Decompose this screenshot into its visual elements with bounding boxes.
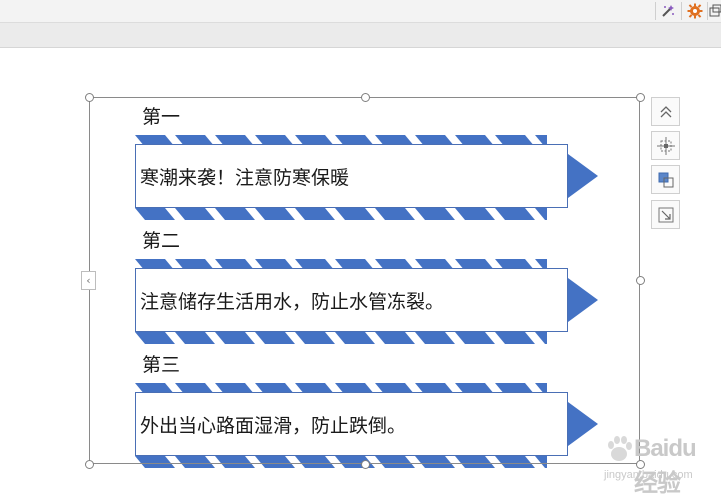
stripe-band-bottom: [135, 456, 547, 468]
align-center-icon: [656, 136, 675, 155]
item-text: 寒潮来袭！注意防寒保暖: [140, 166, 350, 189]
watermark-url: jingyan.baidu.com: [604, 469, 693, 481]
resize-button[interactable]: [651, 200, 680, 229]
stripe-band-bottom: [135, 332, 547, 344]
watermark-logo: Baidu经验: [634, 435, 697, 497]
item-heading[interactable]: 第三: [142, 354, 181, 376]
resize-handle-right[interactable]: [636, 276, 645, 285]
toolbar-separator: [707, 2, 708, 20]
item-text-box[interactable]: 外出当心路面湿滑，防止跌倒。: [135, 392, 568, 456]
item-text-box[interactable]: 寒潮来袭！注意防寒保暖: [135, 144, 568, 208]
arrange-icon: [658, 172, 673, 187]
item-text: 外出当心路面湿滑，防止跌倒。: [140, 414, 407, 437]
selection-frame[interactable]: [89, 97, 640, 464]
toolbar-separator: [655, 2, 656, 20]
text-pane-toggle[interactable]: ‹: [81, 271, 96, 290]
bring-forward-button[interactable]: [651, 97, 680, 126]
gear-icon[interactable]: [683, 1, 707, 21]
arrow-right-icon: [568, 278, 598, 322]
toolbar-separator: [681, 2, 682, 20]
chevron-left-icon: ‹: [86, 274, 91, 287]
resize-handle-bottom-left[interactable]: [85, 460, 94, 469]
resize-icon: [658, 207, 673, 222]
baidu-watermark: Baidu经验 jingyan.baidu.com: [604, 432, 716, 497]
item-text-box[interactable]: 注意储存生活用水，防止水管冻裂。: [135, 268, 568, 332]
window-icon[interactable]: [709, 1, 721, 21]
resize-handle-top-right[interactable]: [636, 93, 645, 102]
magic-wand-icon[interactable]: [656, 1, 680, 21]
arrow-right-icon: [568, 402, 598, 446]
arrow-right-icon: [568, 154, 598, 198]
item-heading[interactable]: 第二: [142, 230, 181, 252]
align-center-button[interactable]: [651, 131, 680, 160]
arrange-button[interactable]: [651, 165, 680, 194]
resize-handle-bottom[interactable]: [361, 460, 370, 469]
resize-handle-bottom-right[interactable]: [636, 460, 645, 469]
item-heading[interactable]: 第一: [142, 106, 181, 128]
paw-logo-icon: [608, 436, 632, 461]
top-toolbar: [0, 0, 721, 23]
ribbon-strip: [0, 23, 721, 48]
bring-forward-icon: [660, 105, 671, 117]
resize-handle-top-left[interactable]: [85, 93, 94, 102]
stripe-band-bottom: [135, 208, 547, 220]
resize-handle-top[interactable]: [361, 93, 370, 102]
item-text: 注意储存生活用水，防止水管冻裂。: [140, 290, 445, 313]
